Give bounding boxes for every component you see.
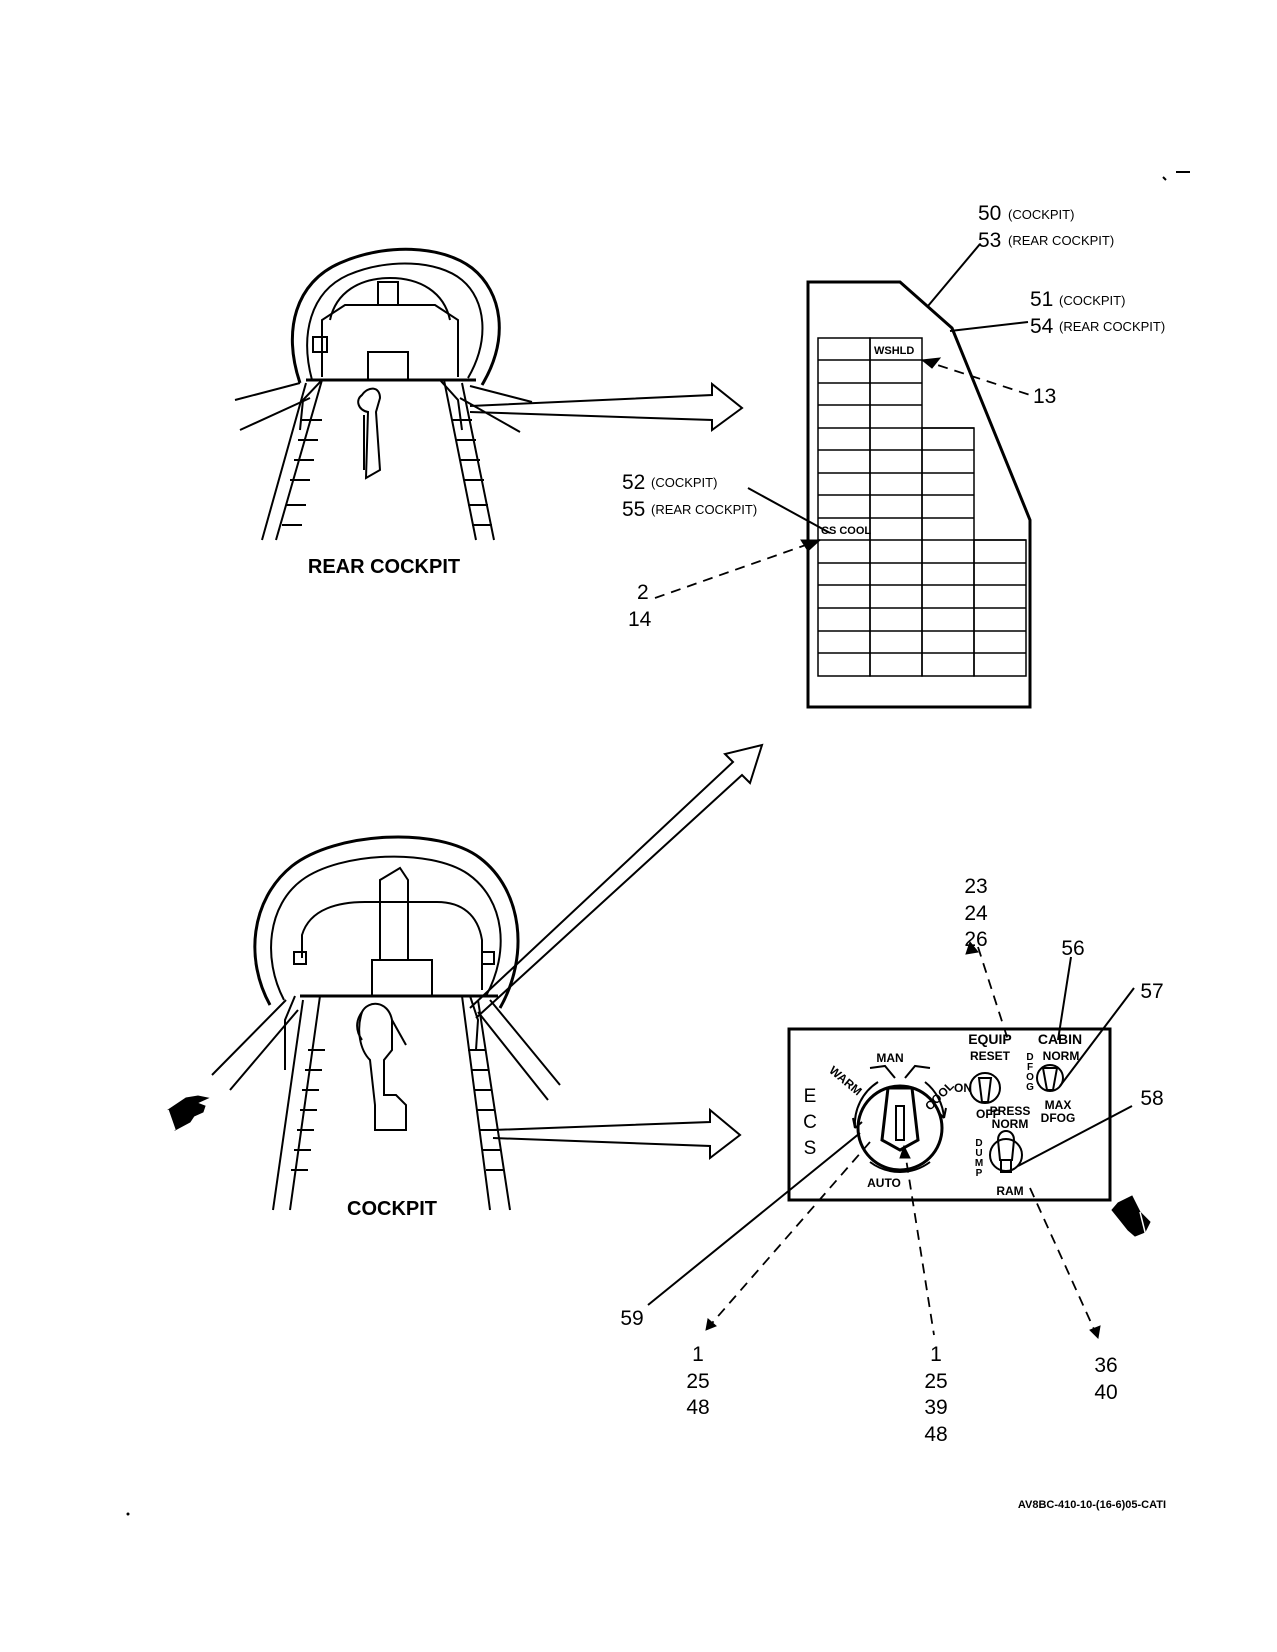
cabin-defog-switch[interactable] <box>1036 1064 1064 1092</box>
callout-53-note: (REAR COCKPIT) <box>1008 233 1114 248</box>
ecs-letter-c: C <box>803 1112 817 1133</box>
callout-mid-39: 39 <box>924 1396 947 1419</box>
right-hand-icon <box>1111 1195 1151 1237</box>
stray-mark <box>1162 171 1190 181</box>
breaker-grid <box>817 337 1027 677</box>
callout-51-note: (COCKPIT) <box>1059 293 1125 308</box>
equip-label: EQUIP <box>968 1031 1012 1047</box>
cabin-label: CABIN <box>1038 1031 1082 1047</box>
callout-left-1: 1 <box>692 1343 704 1366</box>
equip-reset-switch[interactable] <box>969 1072 1001 1104</box>
ecs-control-panel: E C S MAN WARM COOL AUTO EQUIP RESET ON … <box>620 875 1163 1446</box>
cockpit-to-ecs-arrow <box>492 1107 742 1161</box>
reset-label: RESET <box>970 1049 1011 1063</box>
callout-2: 2 <box>637 581 649 604</box>
callout-13: 13 <box>1033 385 1056 408</box>
callout-26: 26 <box>964 928 987 951</box>
dump-letter-u: U <box>975 1148 982 1159</box>
callout-52-note: (COCKPIT) <box>651 475 717 490</box>
dfog-letter-d: D <box>1026 1052 1033 1063</box>
left-hand-icon <box>167 1095 210 1131</box>
callout-14: 14 <box>628 608 652 631</box>
callout-50: 50 <box>978 202 1001 225</box>
max-dfog-label: DFOG <box>1041 1111 1076 1125</box>
warm-label: WARM <box>826 1063 864 1098</box>
temperature-knob[interactable] <box>852 1064 947 1173</box>
dump-letter-m: M <box>975 1158 983 1169</box>
callout-57: 57 <box>1140 980 1163 1003</box>
ecs-letter-s: S <box>804 1138 817 1159</box>
callout-54-note: (REAR COCKPIT) <box>1059 319 1165 334</box>
callout-mid-25: 25 <box>924 1370 947 1393</box>
callout-mid-48: 48 <box>924 1423 947 1446</box>
callout-52: 52 <box>622 471 645 494</box>
callout-24: 24 <box>964 902 988 925</box>
ram-label: RAM <box>996 1184 1023 1198</box>
cs-cool-breaker-label: CS COOL <box>821 525 871 537</box>
callout-55: 55 <box>622 498 645 521</box>
callout-40: 40 <box>1094 1381 1117 1404</box>
callout-left-48: 48 <box>686 1396 709 1419</box>
off-label: OFF <box>976 1107 1000 1121</box>
callout-51: 51 <box>1030 288 1053 311</box>
callout-53: 53 <box>978 229 1001 252</box>
callout-left-25: 25 <box>686 1370 709 1393</box>
callout-50-note: (COCKPIT) <box>1008 207 1074 222</box>
callout-23: 23 <box>964 875 987 898</box>
callout-55-note: (REAR COCKPIT) <box>651 502 757 517</box>
rear-cockpit-label: REAR COCKPIT <box>308 556 460 578</box>
rear-panel-arrow <box>469 381 744 432</box>
cockpit-label: COCKPIT <box>347 1198 437 1220</box>
stray-dot <box>126 1512 130 1516</box>
document-code: AV8BC-410-10-(16-6)05-CATI <box>1018 1499 1166 1511</box>
on-label: ON <box>954 1081 972 1095</box>
cockpit-to-breaker-arrow <box>469 743 764 1019</box>
callout-56: 56 <box>1061 937 1084 960</box>
rear-cockpit-illustration: REAR COCKPIT <box>234 247 533 578</box>
man-label: MAN <box>876 1051 903 1065</box>
dfog-letter-f: F <box>1027 1062 1033 1073</box>
wshld-breaker-label: WSHLD <box>874 345 914 357</box>
callout-mid-1: 1 <box>930 1343 942 1366</box>
dump-letter-p: P <box>976 1168 983 1179</box>
press-norm-label: NORM <box>992 1117 1029 1131</box>
circuit-breaker-panel: WSHLD CS COOL 50 (COCKPIT) 53 (REAR COCK… <box>622 202 1165 709</box>
cockpit-illustration: COCKPIT <box>211 835 561 1220</box>
callout-58: 58 <box>1140 1087 1163 1110</box>
press-label: PRESS <box>990 1104 1031 1118</box>
auto-label: AUTO <box>867 1176 901 1190</box>
callout-54: 54 <box>1030 315 1054 338</box>
pressure-switch[interactable] <box>989 1130 1023 1173</box>
callout-59: 59 <box>620 1307 643 1330</box>
callout-36: 36 <box>1094 1354 1117 1377</box>
max-label: MAX <box>1045 1098 1072 1112</box>
dfog-letter-g: G <box>1026 1082 1034 1093</box>
cabin-norm-label: NORM <box>1043 1049 1080 1063</box>
dump-letter-d: D <box>975 1138 982 1149</box>
dfog-letter-o: O <box>1026 1072 1034 1083</box>
ecs-letter-e: E <box>804 1086 817 1107</box>
